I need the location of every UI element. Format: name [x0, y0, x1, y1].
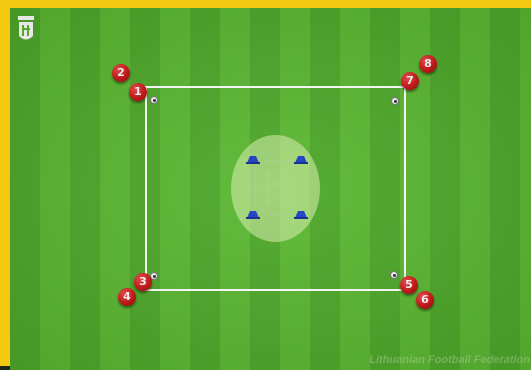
cone-icon: [294, 209, 308, 219]
player-marker: 1: [129, 83, 147, 101]
player-marker: 8: [419, 55, 437, 73]
player-marker: 7: [401, 72, 419, 90]
player-marker: 6: [416, 291, 434, 309]
player-marker: 2: [112, 64, 130, 82]
cone-icon: [294, 154, 308, 164]
drill-area-boundary: [145, 86, 406, 291]
pitch: 1 2 3 4 5 6 7 8 Lithuanian Football Fede…: [10, 8, 531, 370]
ball-icon: [150, 96, 158, 104]
lff-logo-icon: [18, 16, 34, 44]
ball-icon: [391, 97, 399, 105]
cone-icon: [246, 209, 260, 219]
cone-icon: [246, 154, 260, 164]
player-marker: 3: [134, 273, 152, 291]
player-marker: 4: [118, 288, 136, 306]
watermark-text: Lithuanian Football Federation: [369, 354, 530, 366]
ball-icon: [390, 271, 398, 279]
player-marker: 5: [400, 276, 418, 294]
